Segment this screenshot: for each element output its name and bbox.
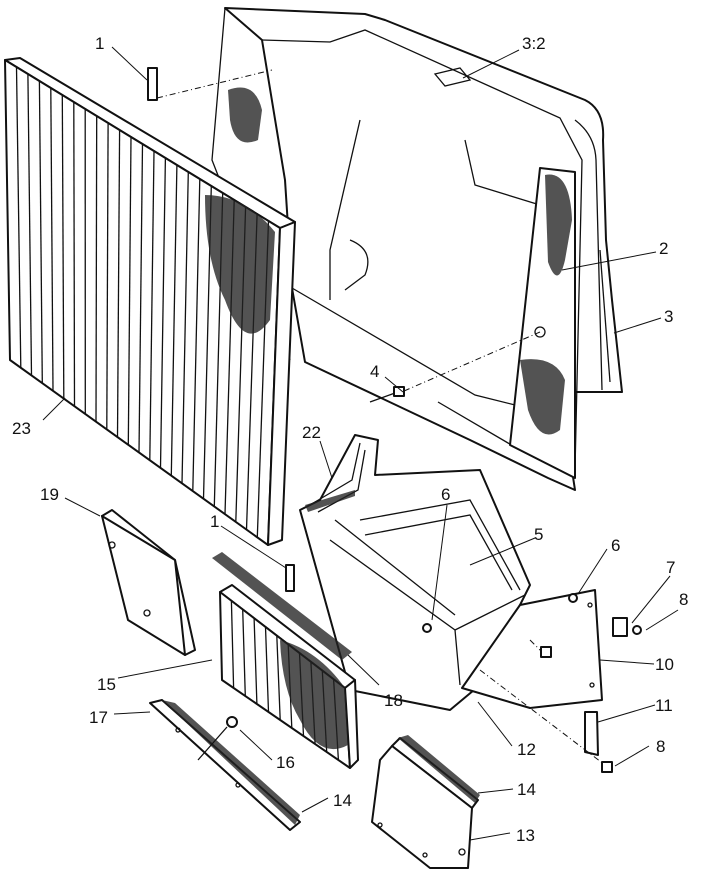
radiator-side-panel-part-2 (228, 87, 576, 479)
screw-part-4 (369, 326, 546, 403)
lower-cover-part-13 (371, 735, 480, 869)
bracket-part-11 (584, 711, 599, 756)
grille-slat (127, 136, 132, 445)
label-part-14-right: 14 (517, 780, 536, 799)
grille-slat (106, 122, 109, 430)
grille-slat (149, 150, 155, 461)
part-number-labels: 1 3:2 2 3 4 23 22 6 5 6 7 8 19 1 10 15 1… (12, 34, 688, 845)
grille-slat (61, 94, 65, 399)
grille-slat (159, 157, 167, 468)
cover-plate-part-19 (101, 509, 196, 656)
label-part-16: 16 (276, 753, 295, 772)
label-part-1-top: 1 (95, 34, 104, 53)
label-part-6-center: 6 (441, 485, 450, 504)
grille-slat (192, 178, 201, 492)
label-part-4: 4 (370, 362, 379, 381)
bracket-part-7 (612, 617, 642, 637)
clip-part-1-top (147, 67, 158, 101)
axis-line-clip-top (156, 69, 273, 99)
label-part-8-upper: 8 (679, 590, 688, 609)
bolt-part-8-lower (479, 669, 613, 773)
small-grille-part-15 (219, 584, 359, 769)
label-part-12: 12 (517, 740, 536, 759)
nut-part-6-center (422, 623, 432, 633)
grille-slat (230, 600, 235, 689)
grille-slat (276, 635, 281, 721)
bolt-part-8-upper (529, 639, 552, 658)
side-plate-part-10 (461, 589, 603, 709)
grille-slat (253, 618, 258, 705)
label-part-3: 3 (664, 307, 673, 326)
clip-part-1-bottom (285, 564, 295, 592)
label-part-1-bottom: 1 (210, 512, 219, 531)
label-part-13: 13 (516, 826, 535, 845)
label-part-2: 2 (659, 239, 668, 258)
grille-slat (242, 609, 246, 697)
label-part-18: 18 (384, 691, 403, 710)
grille-slat (95, 115, 98, 422)
label-part-10: 10 (655, 655, 674, 674)
grille-slat (181, 171, 189, 484)
foam-strip-part-18 (212, 552, 352, 660)
label-part-5: 5 (534, 525, 543, 544)
label-part-17: 17 (89, 708, 108, 727)
label-part-8-lower: 8 (656, 737, 665, 756)
leader-lines (42, 46, 679, 841)
label-part-3-2: 3:2 (522, 34, 546, 53)
grille-slat (264, 626, 270, 713)
label-part-6-right: 6 (611, 536, 620, 555)
screw-part-16 (197, 716, 238, 761)
nut-part-6-right (568, 593, 578, 603)
grille-slat (170, 164, 178, 476)
label-part-14-left: 14 (333, 791, 352, 810)
label-part-15: 15 (97, 675, 116, 694)
grille-slat (27, 73, 33, 376)
grille-slat (73, 101, 76, 407)
grille-slat (50, 87, 54, 391)
grille-slat (15, 66, 22, 368)
bottom-rail-part-17 (149, 699, 301, 831)
grille-slat (38, 80, 43, 384)
label-part-23: 23 (12, 419, 31, 438)
grille-slat (138, 143, 144, 453)
grille-slat (116, 129, 121, 438)
label-part-19: 19 (40, 485, 59, 504)
label-part-22: 22 (302, 423, 321, 442)
label-part-7: 7 (666, 558, 675, 577)
grille-part-23 (4, 57, 296, 546)
label-part-11: 11 (655, 696, 673, 715)
grille-slats (15, 66, 270, 538)
